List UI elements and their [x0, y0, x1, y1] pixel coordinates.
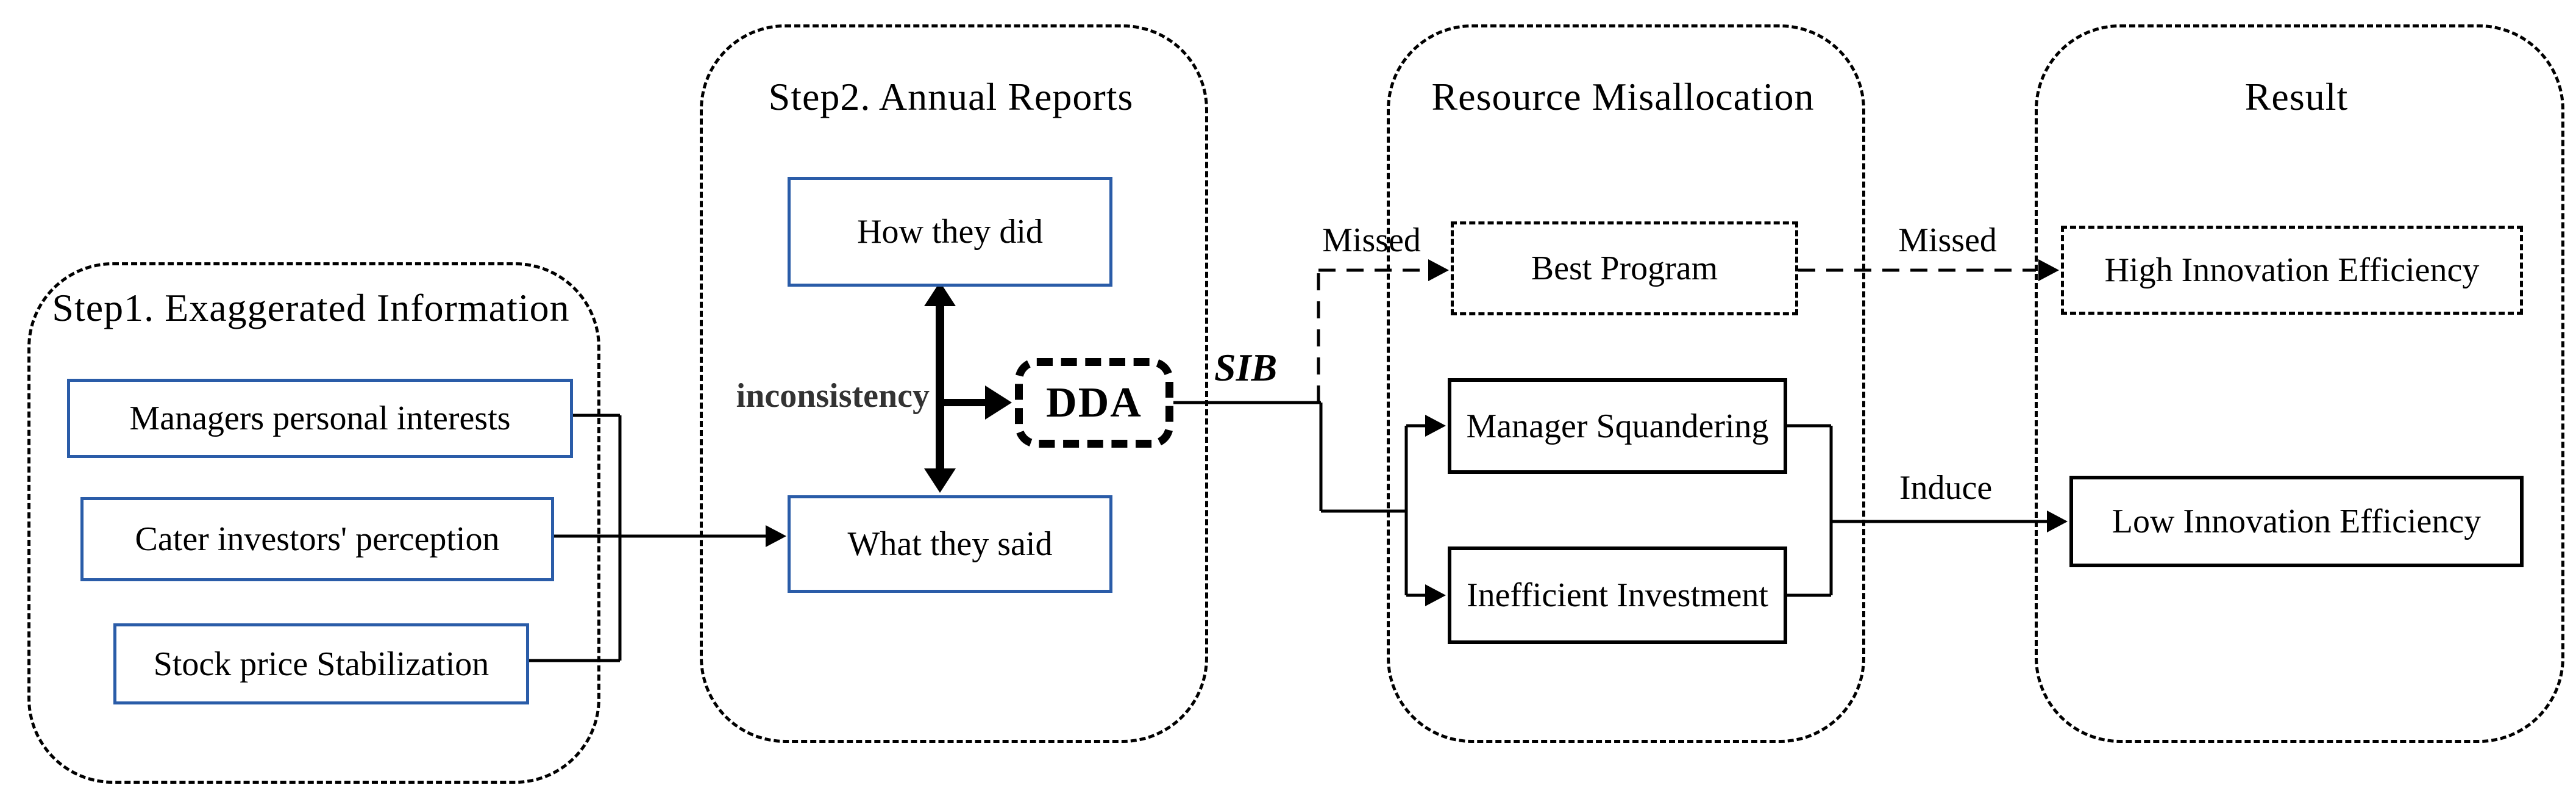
arrowhead-low-efficiency — [2047, 511, 2068, 532]
double-arrow-inconsistency — [924, 282, 956, 493]
box-how-they-did-label: How they did — [857, 213, 1043, 251]
box-high-innovation-efficiency: High Innovation Efficiency — [2061, 226, 2523, 315]
box-dda: DDA — [1015, 358, 1173, 448]
arrowhead-high-efficiency — [2038, 259, 2059, 281]
box-inefficient-investment-label: Inefficient Investment — [1466, 576, 1768, 614]
box-best-program: Best Program — [1451, 221, 1798, 315]
box-cater-investors-perception: Cater investors' perception — [80, 497, 554, 581]
panel-result — [2035, 24, 2564, 743]
label-missed-right: Missed — [1898, 221, 1997, 259]
box-low-innovation-efficiency-label: Low Innovation Efficiency — [2112, 503, 2482, 540]
box-managers-personal-interests: Managers personal interests — [67, 379, 573, 458]
sib-branch-line — [1173, 401, 1425, 597]
panel-step2 — [700, 24, 1208, 743]
box-inefficient-investment: Inefficient Investment — [1448, 546, 1787, 644]
box-how-they-did: How they did — [788, 177, 1112, 287]
connector-step1-merge — [523, 414, 775, 662]
box-what-they-said: What they said — [788, 495, 1112, 593]
panel-resource-misallocation-title: Resource Misallocation — [1431, 75, 1815, 118]
arrowhead-what-they-said — [766, 525, 786, 547]
box-best-program-label: Best Program — [1531, 249, 1718, 287]
arrowhead-manager-squandering — [1425, 415, 1446, 437]
box-cater-investors-perception-label: Cater investors' perception — [135, 520, 500, 558]
box-manager-squandering: Manager Squandering — [1448, 378, 1787, 474]
panel-step1-title: Step1. Exaggerated Information — [52, 286, 570, 329]
box-stock-price-stabilization-label: Stock price Stabilization — [153, 645, 489, 683]
box-low-innovation-efficiency: Low Innovation Efficiency — [2069, 476, 2524, 567]
box-high-innovation-efficiency-label: High Innovation Efficiency — [2104, 251, 2480, 289]
label-inconsistency: inconsistency — [736, 377, 930, 415]
panel-step1 — [27, 262, 600, 784]
box-stock-price-stabilization: Stock price Stabilization — [113, 623, 529, 704]
box-what-they-said-label: What they said — [847, 525, 1053, 563]
label-missed-left: Missed — [1322, 221, 1421, 259]
panel-resource-misallocation — [1387, 24, 1865, 743]
arrowhead-inefficient-investment — [1425, 584, 1446, 606]
arrowhead-best-program — [1428, 259, 1449, 281]
panel-step2-title: Step2. Annual Reports — [768, 75, 1134, 118]
missed-left-dashed-arrow — [1317, 268, 1426, 403]
induce-bracket-line — [1787, 424, 2047, 597]
label-induce: Induce — [1899, 469, 1993, 507]
label-sib: SIB — [1214, 346, 1278, 389]
panel-result-title: Result — [2244, 75, 2349, 118]
box-dda-label: DDA — [1046, 379, 1142, 426]
arrow-to-dda — [940, 385, 1012, 420]
box-managers-personal-interests-label: Managers personal interests — [129, 400, 511, 437]
box-manager-squandering-label: Manager Squandering — [1466, 407, 1769, 445]
